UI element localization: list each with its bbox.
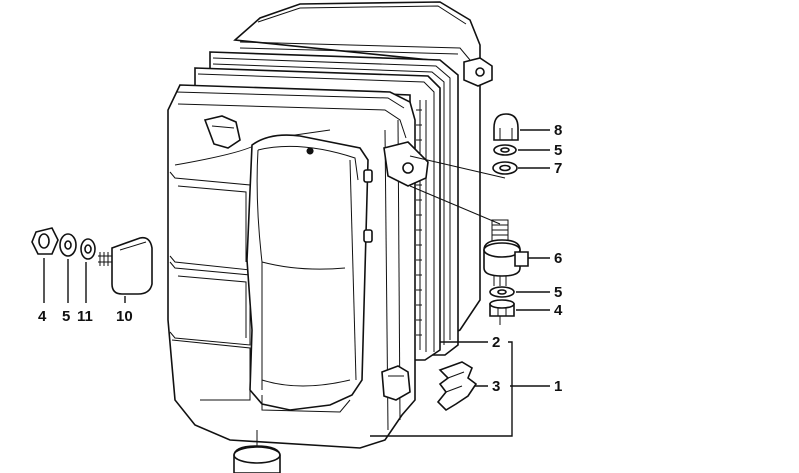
cap-nut xyxy=(493,113,519,141)
leader-lines xyxy=(43,129,550,437)
callout-5-lower: 5 xyxy=(554,284,562,301)
washer-upper xyxy=(493,144,517,156)
callout-7: 7 xyxy=(554,160,562,177)
callout-4-right: 4 xyxy=(554,302,563,319)
callout-3: 3 xyxy=(492,378,500,395)
callout-5-upper: 5 xyxy=(554,142,562,159)
washer-left xyxy=(59,233,77,257)
bottom-rubber-mount xyxy=(233,430,281,473)
callout-4-left: 4 xyxy=(38,308,47,325)
callout-6: 6 xyxy=(554,250,562,267)
hex-nut-left xyxy=(31,227,59,255)
rear-mount-clip xyxy=(463,57,493,87)
callout-5-left: 5 xyxy=(62,308,70,325)
spring-washer-left xyxy=(80,238,96,260)
rubber-buffer xyxy=(98,236,153,295)
front-housing xyxy=(167,84,429,449)
spring-washer xyxy=(492,161,518,175)
callout-labels: 8 5 7 6 5 4 2 3 1 4 5 11 10 xyxy=(38,122,563,395)
washer-lower xyxy=(489,286,515,298)
callout-1: 1 xyxy=(554,378,562,395)
rubber-mount-stud xyxy=(483,219,529,286)
callout-11: 11 xyxy=(77,308,93,325)
callout-10: 10 xyxy=(116,308,133,325)
callout-2: 2 xyxy=(492,334,500,351)
filter-pleats xyxy=(416,100,427,352)
hex-nut-right xyxy=(489,299,515,317)
callout-8: 8 xyxy=(554,122,562,139)
